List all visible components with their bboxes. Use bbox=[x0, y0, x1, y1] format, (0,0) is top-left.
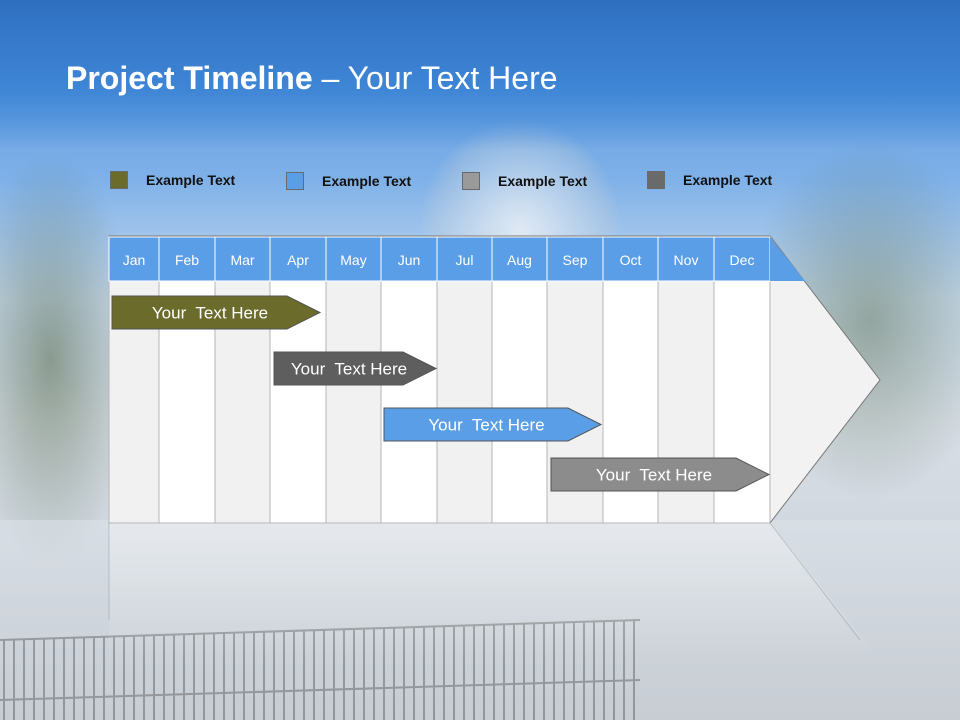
month-header-apr bbox=[269, 236, 327, 282]
legend-label-2: Example Text bbox=[322, 173, 412, 189]
title-band bbox=[0, 0, 960, 150]
task-arrow-1 bbox=[111, 295, 322, 330]
legend-swatch-2 bbox=[286, 172, 304, 190]
month-header-dec bbox=[713, 236, 771, 282]
legend-swatch-4 bbox=[647, 171, 665, 189]
month-label-oct: Oct bbox=[620, 252, 642, 268]
month-label-feb: Feb bbox=[175, 252, 199, 268]
month-header-jul bbox=[436, 236, 493, 282]
legend-item-2: Example Text bbox=[286, 171, 411, 191]
task-label-4: Your Text Here bbox=[596, 466, 712, 485]
timeline-reflection bbox=[109, 523, 880, 660]
legend-item-3: Example Text bbox=[462, 171, 587, 191]
month-header-jan bbox=[108, 236, 160, 282]
month-label-apr: Apr bbox=[287, 252, 309, 268]
month-label-jul: Jul bbox=[456, 252, 474, 268]
month-header-aug bbox=[491, 236, 548, 282]
reflection-edge-diagonal bbox=[769, 522, 861, 641]
legend-label-1: Example Text bbox=[146, 172, 236, 188]
month-label-nov: Nov bbox=[674, 252, 699, 268]
month-header-arrow-tip bbox=[770, 237, 805, 281]
month-column-jul bbox=[436, 280, 493, 524]
task-label-1: Your Text Here bbox=[152, 304, 268, 323]
legend-item-1: Example Text bbox=[110, 170, 235, 190]
task-arrow-2 bbox=[273, 351, 438, 386]
month-column-jun bbox=[380, 280, 438, 524]
task-arrow-3 bbox=[383, 407, 603, 442]
task-label-3: Your Text Here bbox=[428, 416, 544, 435]
legend-swatch-1 bbox=[110, 171, 128, 189]
legend-label-4: Example Text bbox=[683, 172, 773, 188]
month-label-aug: Aug bbox=[507, 252, 532, 268]
page-title-rest: – Your Text Here bbox=[312, 60, 558, 96]
month-label-may: May bbox=[340, 252, 366, 268]
legend-item-4: Example Text bbox=[647, 170, 772, 190]
legend-label-3: Example Text bbox=[498, 173, 588, 189]
month-label-sep: Sep bbox=[563, 252, 588, 268]
month-header-mar bbox=[214, 236, 271, 282]
month-column-may bbox=[325, 280, 382, 524]
month-header-sep bbox=[546, 236, 604, 282]
month-column-aug bbox=[491, 280, 548, 524]
task-arrow-4 bbox=[550, 457, 771, 492]
page-title-bold: Project Timeline bbox=[66, 60, 313, 96]
month-header-may bbox=[325, 236, 382, 282]
month-label-jun: Jun bbox=[398, 252, 421, 268]
task-label-2: Your Text Here bbox=[291, 360, 407, 379]
month-label-mar: Mar bbox=[230, 252, 254, 268]
month-columns: Jan Feb Mar Apr May Jun Jul Aug Sep Oct Nov Dec bbox=[108, 236, 771, 524]
month-label-jan: Jan bbox=[123, 252, 146, 268]
month-label-dec: Dec bbox=[730, 252, 755, 268]
page-title: Project Timeline – Your Text Here bbox=[66, 60, 558, 97]
legend-swatch-3 bbox=[462, 172, 480, 190]
